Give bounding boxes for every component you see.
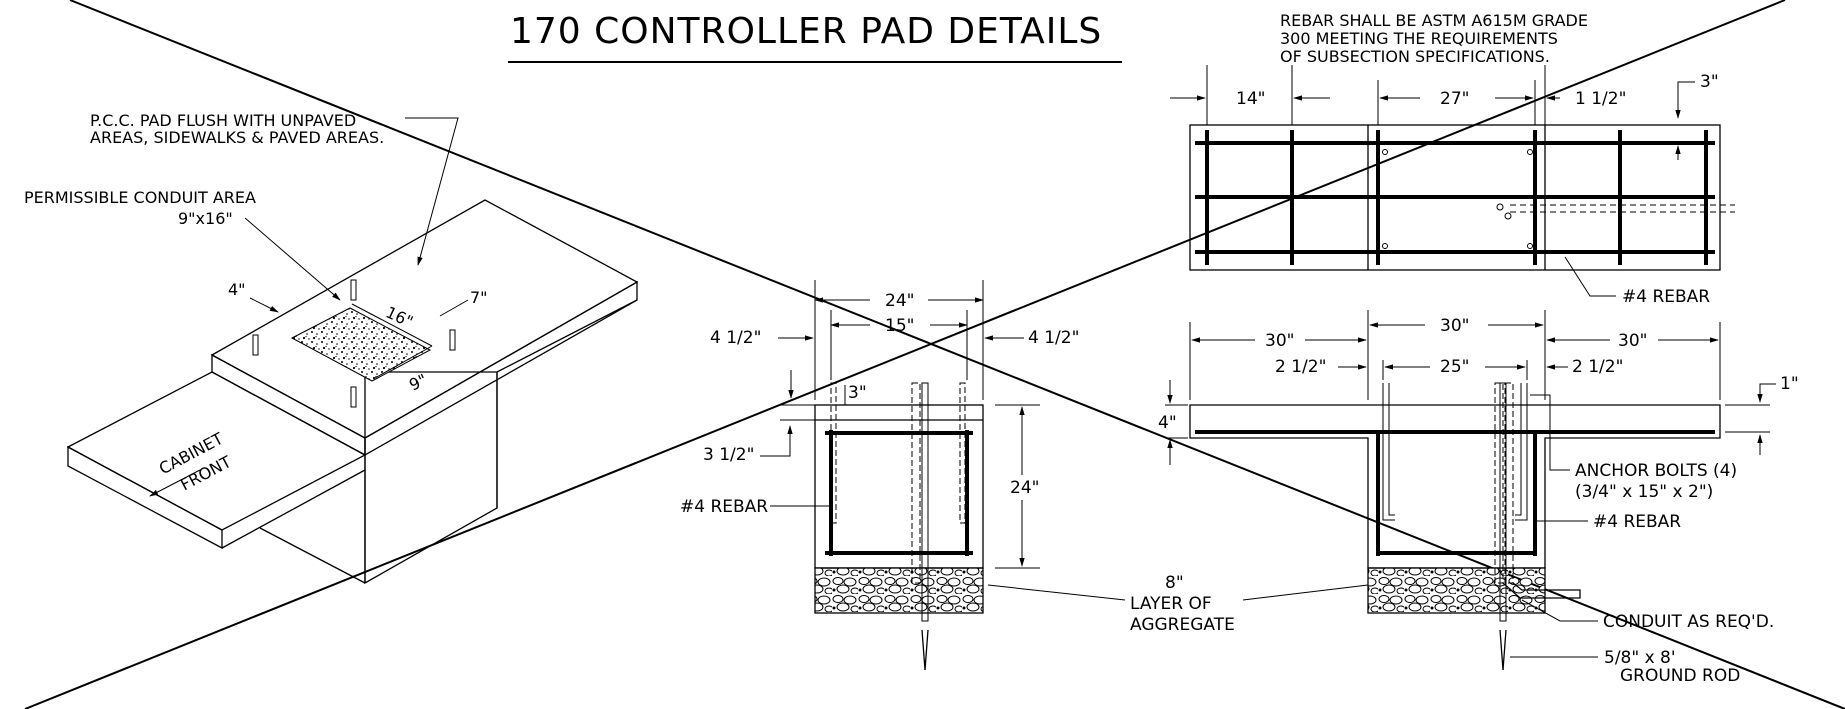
section-dim-3-5: 3 1/2" [703,445,754,465]
aggregate-line-2: LAYER OF [1130,594,1212,614]
elev-rebar-label: #4 REBAR [1593,512,1681,532]
title-block: 170 CONTROLLER PAD DETAILS [508,11,1122,63]
iso-pad-note-line-2: AREAS, SIDEWALKS & PAVED AREAS. [90,128,384,147]
cross-lines [24,0,1845,709]
iso-conduit-area-size: 9"x16" [178,209,233,228]
section-dim-24-top: 24" [885,291,914,311]
iso-dim-7: 7" [470,288,488,307]
plan-view [1189,124,1735,271]
plan-dim-14: 14" [1236,89,1265,109]
plan-dim-1-5: 1 1/2" [1575,89,1626,109]
section-dim-4-5-right: 4 1/2" [1028,328,1079,348]
iso-dim-9: 9" [406,370,430,395]
elev-ground-rod-2: GROUND ROD [1620,666,1740,686]
section-dim-3: 3" [848,383,867,403]
iso-pad-note-line-1: P.C.C. PAD FLUSH WITH UNPAVED [90,111,356,130]
elev-dim-2-5-left: 2 1/2" [1275,357,1326,377]
iso-dim-16: 16" [383,303,416,332]
elev-conduit-label: CONDUIT AS REQ'D. [1603,612,1774,632]
iso-dim-4: 4" [228,280,246,299]
aggregate-dim: 8" [1165,573,1184,593]
elevation-view [1189,382,1721,671]
elev-dim-30-left: 30" [1265,331,1294,351]
elev-dim-30-right: 30" [1618,331,1647,351]
section-view [814,382,984,671]
elev-dim-2-5-right: 2 1/2" [1572,357,1623,377]
elev-dim-25: 25" [1440,357,1469,377]
isometric-view [66,199,639,585]
plan-rebar-label: #4 REBAR [1622,287,1710,307]
general-note-line-3: OF SUBSECTION SPECIFICATIONS. [1280,47,1550,66]
aggregate-line-3: AGGREGATE [1130,615,1235,635]
page-title: 170 CONTROLLER PAD DETAILS [510,11,1102,52]
general-note-line-1: REBAR SHALL BE ASTM A615M GRADE [1280,11,1588,30]
elev-ground-rod-1: 5/8" x 8' [1604,648,1676,668]
general-note: REBAR SHALL BE ASTM A615M GRADE 300 MEET… [1280,11,1588,66]
section-dim-4-5-left: 4 1/2" [710,328,761,348]
elev-anchor-bolts-1: ANCHOR BOLTS (4) [1575,461,1737,481]
plan-dim-3: 3" [1700,72,1719,92]
section-dim-15: 15" [885,316,914,336]
elev-dim-1: 1" [1780,374,1799,394]
iso-conduit-area-label: PERMISSIBLE CONDUIT AREA [24,188,256,207]
plan-dim-27: 27" [1440,89,1469,109]
elev-anchor-bolts-2: (3/4" x 15" x 2") [1575,482,1713,502]
section-rebar-label: #4 REBAR [680,497,768,517]
section-dim-24-side: 24" [1010,478,1039,498]
elev-dim-30-mid: 30" [1440,316,1469,336]
general-note-line-2: 300 MEETING THE REQUIREMENTS [1280,29,1558,48]
elev-dim-4: 4" [1158,413,1177,433]
